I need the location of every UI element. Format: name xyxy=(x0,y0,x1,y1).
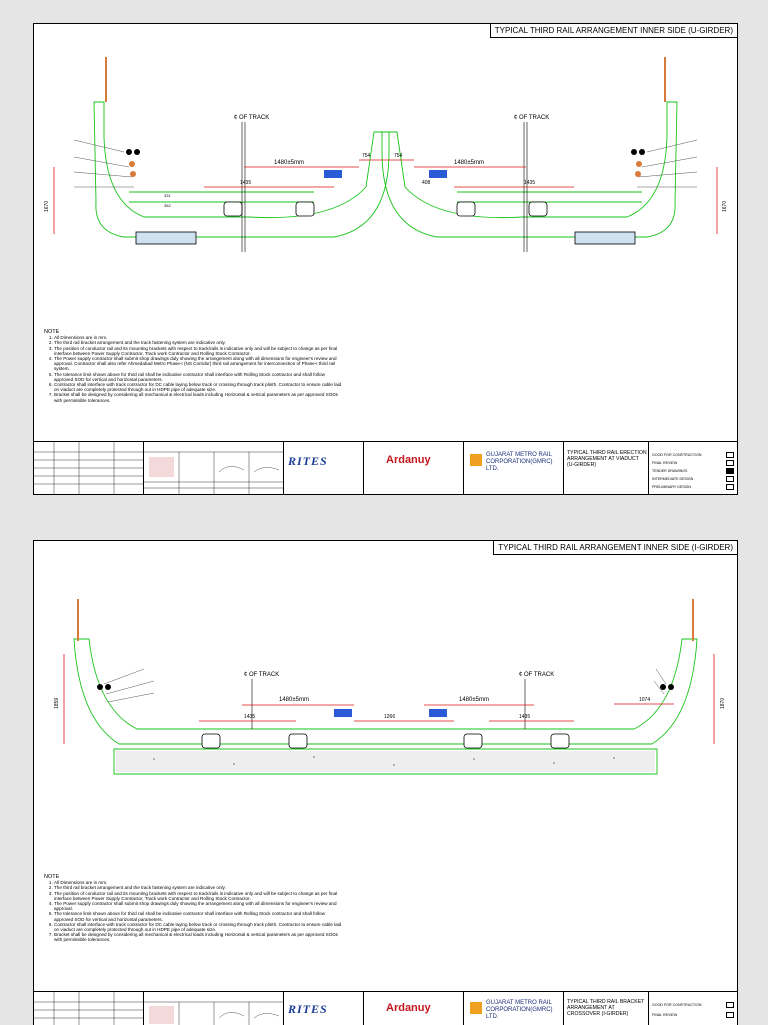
note-item: The Power supply contractor shall submit… xyxy=(54,901,344,911)
client-cell: GUJARAT METRO RAIL CORPORATION(GMRC) LTD… xyxy=(464,442,564,494)
status-checkbox xyxy=(726,1002,734,1008)
client-name: GUJARAT METRO RAIL CORPORATION(GMRC) LTD… xyxy=(486,452,553,472)
dimension-331: 331 xyxy=(164,193,171,198)
status-label: FINAL REVIEW xyxy=(652,461,678,465)
note-item: Bracket shall be designed by considering… xyxy=(54,932,344,942)
status-checkbox xyxy=(726,1012,734,1018)
u-girder-section-drawing: ¢ OF TRACK ¢ OF TRACK 1480±5mm 1480±5mm … xyxy=(44,57,728,252)
signature-table xyxy=(144,442,284,494)
note-item: Bracket shall be designed by considering… xyxy=(54,392,344,402)
drawing-title: TYPICAL THIRD RAIL BRACKET ARRANGEMENT A… xyxy=(567,999,645,1017)
note-item: All Dimensions are in mm. xyxy=(54,880,344,885)
rites-logo-cell: RITES xyxy=(284,442,364,494)
dimension-408: 408 xyxy=(422,180,431,186)
dimension-1670: 1670 xyxy=(44,201,50,212)
note-item: Contractor shall interface with track co… xyxy=(54,382,344,392)
status-checkbox xyxy=(726,460,734,466)
status-checkbox-checked xyxy=(726,468,734,474)
client-cell: GUJARAT METRO RAIL CORPORATION(GMRC) LTD… xyxy=(464,992,564,1025)
notes-block: NOTE All Dimensions are in mm. The third… xyxy=(44,329,344,403)
gmrc-logo-icon xyxy=(470,1002,482,1014)
dimension-1435: 1435 xyxy=(519,714,530,720)
note-item: All Dimensions are in mm. xyxy=(54,335,344,340)
ardanuy-logo-cell: Ardanuy xyxy=(364,442,464,494)
dimension-1074: 1074 xyxy=(639,697,650,703)
note-item: The tolerance limit shown above for thir… xyxy=(54,372,344,382)
track-centre-label: ¢ OF TRACK xyxy=(519,672,554,678)
rites-logo: RITES xyxy=(288,1002,328,1016)
ardanuy-logo: Ardanuy xyxy=(386,1002,431,1014)
drawing-title-cell: TYPICAL THIRD RAIL ERECTION ARRANGEMENT … xyxy=(564,442,649,494)
note-item: The third rail bracket arrangement and t… xyxy=(54,340,344,345)
note-item: The tolerance limit shown above for thir… xyxy=(54,911,344,921)
track-centre-label: ¢ OF TRACK xyxy=(514,115,549,121)
ardanuy-logo-cell: Ardanuy xyxy=(364,992,464,1025)
note-item: The position of conductor rail and its m… xyxy=(54,891,344,901)
status-checkbox xyxy=(726,484,734,490)
note-item: The position of conductor rail and its m… xyxy=(54,346,344,356)
note-item: The Power supply contractor shall submit… xyxy=(54,356,344,372)
status-checkbox xyxy=(726,452,734,458)
drawing-title-cell: TYPICAL THIRD RAIL BRACKET ARRANGEMENT A… xyxy=(564,992,649,1025)
dimension-754: 754 xyxy=(362,153,371,159)
signature-table xyxy=(144,992,284,1025)
status-label: PRELIMINARY DESIGN xyxy=(652,485,692,489)
gmrc-logo-icon xyxy=(470,454,482,466)
status-label: TENDER DRAWINGS xyxy=(652,469,688,473)
sheet-title: TYPICAL THIRD RAIL ARRANGEMENT INNER SID… xyxy=(489,24,737,38)
dimension-1670: 1670 xyxy=(722,201,728,212)
gauge-dimension: 1480±5mm xyxy=(279,697,309,703)
dimension-1435: 1435 xyxy=(244,714,255,720)
notes-list: All Dimensions are in mm. The third rail… xyxy=(44,880,344,942)
status-label: GOOD FOR CONSTRUCTION xyxy=(652,453,702,457)
drawing-sheet-i-girder: TYPICAL THIRD RAIL ARRANGEMENT INNER SID… xyxy=(33,540,738,1025)
notes-heading: NOTE xyxy=(44,329,60,335)
rites-logo: RITES xyxy=(288,454,328,468)
dimension-1859: 1859 xyxy=(54,698,60,709)
status-cell: GOOD FOR CONSTRUCTION FINAL REVIEW xyxy=(649,992,737,1025)
note-item: Contractor shall interface with track co… xyxy=(54,922,344,932)
drawing-sheet-u-girder: TYPICAL THIRD RAIL ARRANGEMENT INNER SID… xyxy=(33,23,738,495)
notes-block: NOTE All Dimensions are in mm. The third… xyxy=(44,874,344,943)
gauge-dimension: 1480±5mm xyxy=(274,160,304,166)
status-label: FINAL REVIEW xyxy=(652,1013,678,1017)
client-name: GUJARAT METRO RAIL CORPORATION(GMRC) LTD… xyxy=(486,1000,553,1020)
notes-list: All Dimensions are in mm. The third rail… xyxy=(44,335,344,403)
dimension-352: 352 xyxy=(164,203,171,208)
title-block: RITES Ardanuy GUJARAT METRO RAIL CORPORA… xyxy=(34,441,737,494)
dimension-1435: 1435 xyxy=(240,180,251,186)
track-centre-label: ¢ OF TRACK xyxy=(244,672,279,678)
track-centre-label: ¢ OF TRACK xyxy=(234,115,269,121)
sheet-title: TYPICAL THIRD RAIL ARRANGEMENT INNER SID… xyxy=(493,541,737,555)
note-item: The third rail bracket arrangement and t… xyxy=(54,885,344,890)
dimension-1266: 1266 xyxy=(384,714,395,720)
revision-table xyxy=(34,442,144,494)
status-label: GOOD FOR CONSTRUCTION xyxy=(652,1003,702,1007)
dimension-1435: 1435 xyxy=(524,180,535,186)
notes-heading: NOTE xyxy=(44,874,60,880)
gauge-dimension: 1480±5mm xyxy=(454,160,484,166)
status-cell: GOOD FOR CONSTRUCTION FINAL REVIEW TENDE… xyxy=(649,442,737,494)
revision-table xyxy=(34,992,144,1025)
dimension-1870: 1870 xyxy=(720,698,726,709)
title-block: RITES Ardanuy GUJARAT METRO RAIL CORPORA… xyxy=(34,991,737,1025)
drawing-title: TYPICAL THIRD RAIL ERECTION ARRANGEMENT … xyxy=(567,450,647,468)
i-girder-section-drawing: ¢ OF TRACK ¢ OF TRACK 1480±5mm 1480±5mm … xyxy=(54,599,726,775)
status-checkbox xyxy=(726,476,734,482)
gauge-dimension: 1480±5mm xyxy=(459,697,489,703)
ardanuy-logo: Ardanuy xyxy=(386,454,431,466)
rites-logo-cell: RITES xyxy=(284,992,364,1025)
dimension-754: 754 xyxy=(394,153,403,159)
status-label: INTERMEDIATE DESIGN xyxy=(652,477,694,481)
